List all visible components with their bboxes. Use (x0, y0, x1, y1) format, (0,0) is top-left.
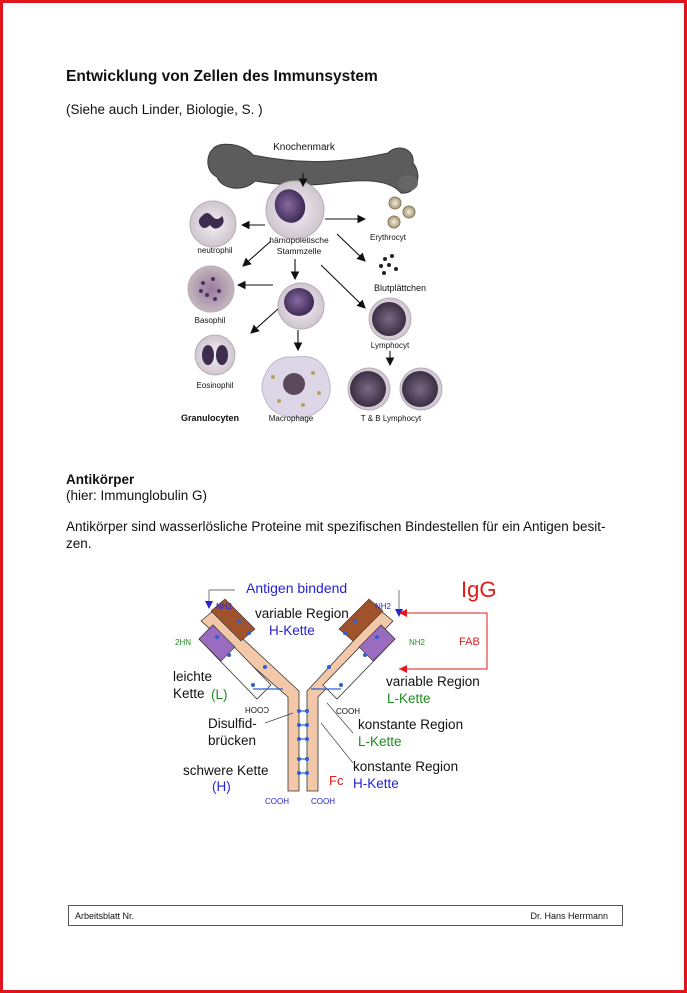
reference-note: (Siehe auch Linder, Biologie, S. ) (66, 102, 263, 117)
granulocytes-label: Granulocyten (181, 413, 239, 423)
arrow-heads-red (399, 609, 407, 673)
footer-bar: Arbeitsblatt Nr. Dr. Hans Herrmann (68, 905, 623, 926)
heavy-chain-label: schwere Kette (183, 763, 269, 778)
disulfide-label-2: brücken (208, 733, 256, 748)
eosinophil-cell (194, 334, 236, 376)
nh2-left-label: NH2 (216, 602, 233, 611)
bone-marrow-bone (207, 143, 419, 194)
basophil-cell (187, 265, 235, 313)
platelets (379, 254, 398, 275)
h-chain-label-2: H-Kette (353, 776, 399, 791)
erythrocyte-label: Erythrocyt (370, 233, 407, 242)
l-chain-label-1: L-Kette (387, 691, 431, 706)
igg-diagram: Antigen bindend IgG NH2 NH2 2HN NH2 vari… (173, 577, 496, 806)
heavy-H-label: (H) (212, 779, 231, 794)
constant-region-l-label: konstante Region (358, 717, 463, 732)
variable-region-l-label: variable Region (386, 674, 480, 689)
constant-region-h-label: konstante Region (353, 759, 458, 774)
stem-cell-label-1: hämopoietische (269, 235, 329, 245)
development-arrows (236, 173, 395, 367)
variable-heavy-right (338, 598, 384, 642)
macrophage-label: Macrophage (269, 414, 314, 423)
variable-heavy-left (210, 598, 256, 642)
nh2-right-label: NH2 (375, 602, 392, 611)
disulfide-label-1: Disulfid- (208, 716, 257, 731)
stem-cell-label-2: Stammzelle (277, 246, 322, 256)
erythrocyte-cells (387, 196, 416, 229)
cooh-label-1: COOH (245, 705, 269, 714)
author-label: Dr. Hans Herrmann (530, 911, 608, 921)
antibody-heading: Antikörper (66, 472, 135, 487)
h-chain-label-1: H-Kette (269, 623, 315, 638)
lymphocyte-label: Lymphocyt (371, 341, 410, 350)
fab-label: FAB (459, 636, 480, 648)
cooh-label-3: COOH (265, 797, 289, 806)
page-title: Entwicklung von Zellen des Immunsystem (66, 68, 378, 85)
igg-name-label: IgG (461, 577, 496, 602)
basophil-label: Basophil (195, 316, 226, 325)
light-chain-label: leichte (173, 669, 212, 684)
myeloid-progenitor-cell (277, 282, 325, 330)
antibody-subheading: (hier: Immunglobulin G) (66, 488, 208, 503)
label-pointer-lines (208, 589, 488, 764)
antibody-description: Antikörper sind wasserlösliche Proteine … (66, 519, 606, 551)
variable-light-left (198, 624, 236, 662)
antigen-binding-label: Antigen bindend (246, 580, 347, 596)
t-b-lymphocyte-cells (347, 367, 443, 411)
fc-label: Fc (329, 773, 344, 788)
lymphocyte-cell (368, 297, 412, 341)
disulfide-dots (215, 619, 379, 775)
light-L-label: (L) (211, 687, 228, 702)
light-chain-label-2: Kette (173, 686, 205, 701)
l-chain-label-2: L-Kette (358, 734, 402, 749)
t-b-lymphocyte-label: T & B Lymphocyt (361, 414, 422, 423)
immune-cell-diagram: Knochenmark hämopoietische Stammzelle ne… (181, 142, 443, 423)
worksheet-number-label: Arbeitsblatt Nr. (75, 911, 135, 921)
nh2-right-low-label: NH2 (409, 638, 426, 647)
neutrophil-cell (189, 200, 237, 248)
variable-light-right (358, 624, 396, 662)
neutrophil-label: neutrophil (197, 246, 232, 255)
cooh-label-4: COOH (311, 797, 335, 806)
eosinophil-label: Eosinophil (197, 381, 234, 390)
h2n-left-label: 2HN (175, 638, 191, 647)
variable-region-h-label: variable Region (255, 606, 349, 621)
stem-cell (265, 180, 325, 240)
bone-marrow-label: Knochenmark (273, 142, 336, 153)
macrophage-cell (261, 355, 331, 419)
cooh-label-2: COOH (336, 707, 360, 716)
platelets-label: Blutplättchen (374, 283, 426, 293)
